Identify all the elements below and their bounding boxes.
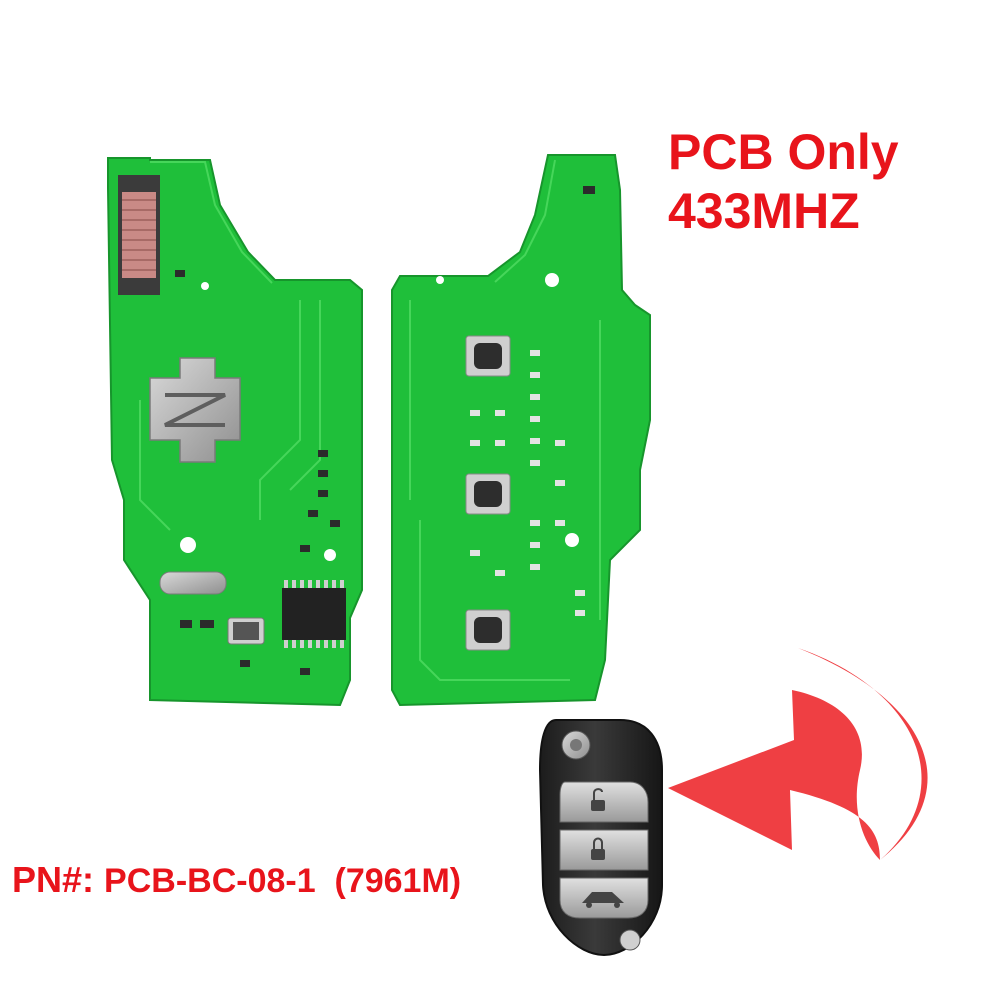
part-number-value: PCB-BC-08-1 (7961M) <box>104 862 462 900</box>
tact-switch <box>465 473 511 515</box>
tact-switch <box>465 335 511 377</box>
car-key-remote <box>538 719 663 957</box>
title-line-1: PCB Only <box>668 124 899 180</box>
trunk-icon <box>582 892 624 908</box>
pcb-board-left <box>107 157 363 707</box>
pcb-board-right <box>391 154 651 707</box>
tact-switch <box>465 609 511 651</box>
lock-icon <box>591 837 605 860</box>
title-line-2: 433MHZ <box>668 183 860 239</box>
unlock-icon <box>591 788 605 811</box>
curved-arrow <box>668 648 928 860</box>
part-number-label: PN#: <box>12 859 95 900</box>
part-number: PN#:PCB-BC-08-1 (7961M) <box>12 858 461 903</box>
